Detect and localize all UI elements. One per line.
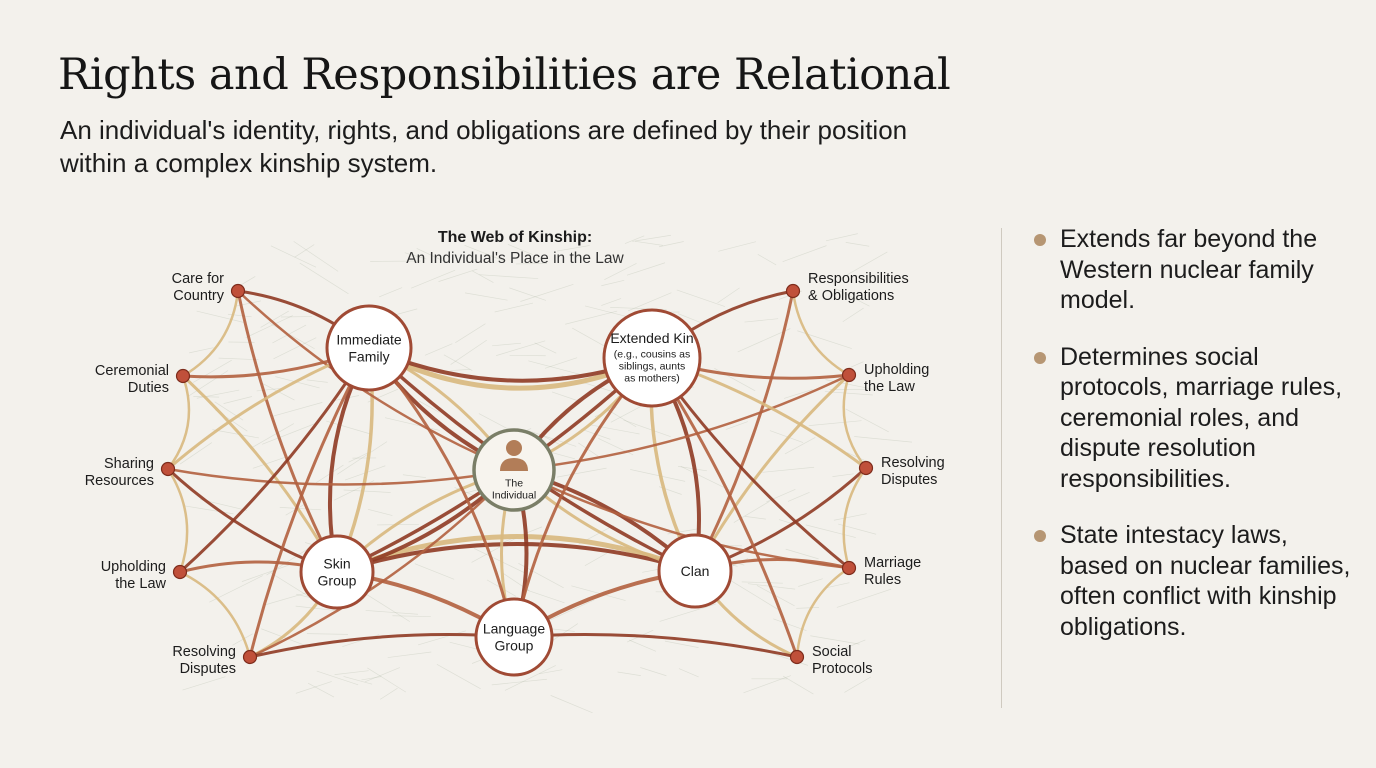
role-dot-icon	[789, 649, 805, 665]
role-label: Disputes	[881, 472, 937, 488]
role-label: Responsibilities	[808, 271, 909, 287]
role-label: the Law	[115, 576, 166, 592]
kinship-node-label: Skin	[323, 555, 350, 571]
role-label: Rules	[864, 572, 901, 588]
role-label: Resolving	[881, 455, 945, 471]
role-label: Country	[173, 288, 225, 304]
role-label: Ceremonial	[95, 363, 169, 379]
key-point-text: State intestacy laws, based on nuclear f…	[1060, 521, 1351, 641]
role-label: Sharing	[104, 456, 154, 472]
kinship-node-label: Clan	[681, 563, 710, 579]
role-label: Upholding	[864, 362, 929, 378]
column-divider	[1001, 228, 1002, 708]
kinship-node-note: (e.g., cousins as	[614, 349, 690, 361]
role-dot-icon	[172, 564, 188, 580]
role-label: Disputes	[180, 661, 236, 677]
role-label: Resolving	[172, 644, 236, 660]
bullet-dot-icon	[1034, 234, 1046, 246]
key-point: State intestacy laws, based on nuclear f…	[1034, 520, 1354, 642]
role-label: Care for	[172, 271, 225, 287]
kinship-node-note: as mothers)	[624, 373, 679, 385]
role-label: Protocols	[812, 661, 872, 677]
page-title: Rights and Responsibilities are Relation…	[58, 50, 951, 100]
key-point-text: Determines social protocols, marriage ru…	[1060, 342, 1343, 493]
kinship-node-label: Individual	[492, 490, 536, 502]
role-label: Resources	[85, 473, 154, 489]
role-dot-icon	[175, 368, 191, 384]
role-dot-icon	[230, 283, 246, 299]
kinship-node-label: Family	[348, 348, 389, 364]
role-responsibilities: Responsibilities& Obligations	[785, 271, 909, 304]
kinship-node-label: The	[505, 478, 523, 490]
role-dot-icon	[160, 461, 176, 477]
person-icon	[500, 440, 528, 471]
kinship-node-label: Group	[495, 637, 534, 653]
role-label: Upholding	[101, 559, 166, 575]
kinship-node-label: Extended Kin	[610, 330, 693, 346]
role-dot-icon	[841, 560, 857, 576]
kinship-node-label: Group	[318, 572, 357, 588]
diagram-title: The Web of Kinship:	[438, 229, 592, 246]
diagram-subtitle: An Individual's Place in the Law	[406, 250, 624, 267]
role-label: Duties	[128, 380, 169, 396]
role-dot-icon	[785, 283, 801, 299]
kinship-node-label: Language	[483, 620, 546, 636]
key-points-list: Extends far beyond the Western nuclear f…	[1034, 224, 1354, 668]
key-point: Determines social protocols, marriage ru…	[1034, 342, 1354, 495]
role-dot-icon	[841, 367, 857, 383]
role-dot-icon	[242, 649, 258, 665]
kinship-node-clan: Clan	[657, 533, 733, 609]
page-subtitle: An individual's identity, rights, and ob…	[60, 115, 908, 178]
role-label: Marriage	[864, 555, 921, 571]
key-point-text: Extends far beyond the Western nuclear f…	[1060, 225, 1318, 314]
role-label: & Obligations	[808, 288, 894, 304]
role-dot-icon	[858, 460, 874, 476]
bullet-dot-icon	[1034, 351, 1046, 364]
key-point: Extends far beyond the Western nuclear f…	[1034, 224, 1354, 316]
kinship-node-note: siblings, aunts	[619, 361, 686, 373]
kinship-node-label: Immediate	[336, 331, 402, 347]
bullet-dot-icon	[1034, 530, 1046, 542]
role-label: Social	[812, 644, 852, 660]
role-label: the Law	[864, 379, 915, 395]
